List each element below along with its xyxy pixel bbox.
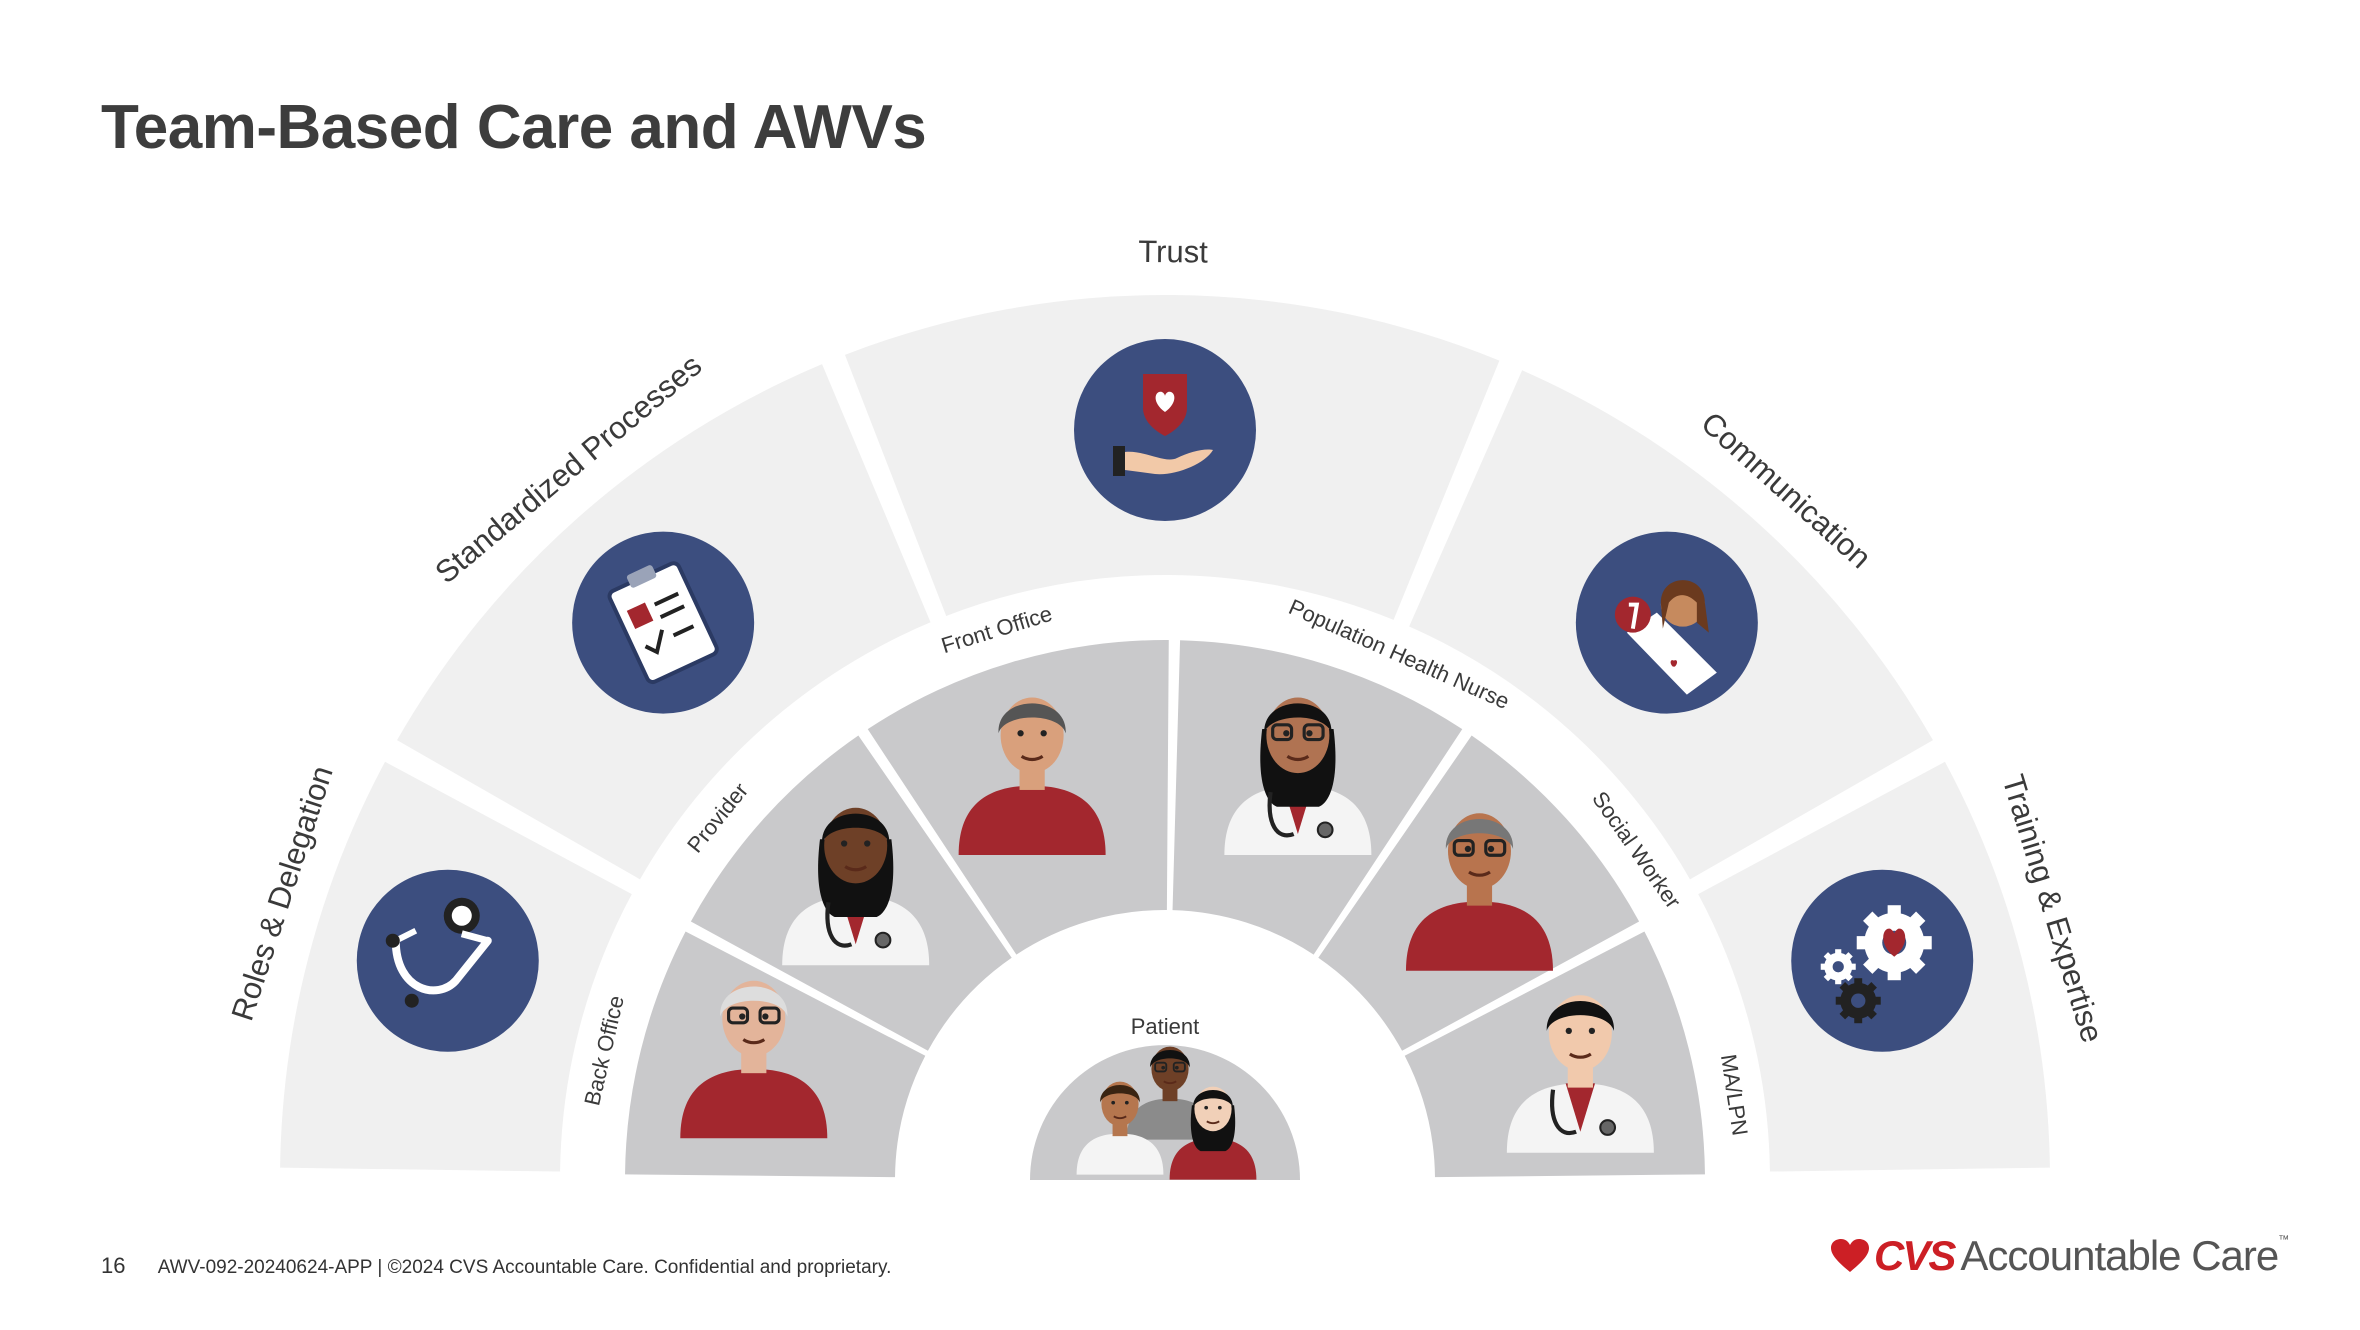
patient-group-icon bbox=[1076, 1046, 1257, 1180]
team-ring-label: MA/LPN bbox=[1716, 1053, 1753, 1138]
clipboard-checklist-icon bbox=[572, 531, 755, 714]
logo-trademark: ™ bbox=[2278, 1234, 2290, 1246]
logo-text: Accountable Care bbox=[1960, 1232, 2279, 1279]
page-title: Team-Based Care and AWVs bbox=[101, 93, 927, 162]
patient-person bbox=[1076, 1081, 1164, 1175]
patient-label: Patient bbox=[1131, 1014, 1200, 1039]
gears-heart-icon bbox=[1791, 869, 1974, 1052]
back-office-person-icon bbox=[680, 980, 828, 1139]
nurse-icon bbox=[1224, 697, 1372, 856]
baseline-mask-top bbox=[0, 1181, 2360, 1330]
outer-ring-label: Trust bbox=[1138, 234, 1208, 270]
front-office-person-icon bbox=[958, 697, 1106, 856]
footer: 16 AWV-092-20240624-APP | ©2024 CVS Acco… bbox=[101, 1253, 891, 1279]
ma-lpn-icon bbox=[1506, 995, 1654, 1153]
social-worker-icon bbox=[1405, 813, 1553, 971]
team-ring-label: Back Office bbox=[579, 993, 629, 1108]
cvs-accountable-care-logo: CVS Accountable Care ™ bbox=[1830, 1232, 2289, 1280]
heart-logo-icon bbox=[1831, 1239, 1869, 1272]
patient-person bbox=[1169, 1086, 1257, 1180]
stethoscope-icon bbox=[356, 869, 539, 1052]
footer-text: AWV-092-20240624-APP | ©2024 CVS Account… bbox=[157, 1257, 892, 1278]
hand-heart-shield-icon bbox=[1074, 339, 1256, 521]
person-chat-icon bbox=[1575, 531, 1758, 714]
provider-doctor-icon bbox=[782, 807, 930, 966]
page-number: 16 bbox=[101, 1253, 126, 1278]
logo-brand: CVS bbox=[1874, 1232, 1956, 1279]
